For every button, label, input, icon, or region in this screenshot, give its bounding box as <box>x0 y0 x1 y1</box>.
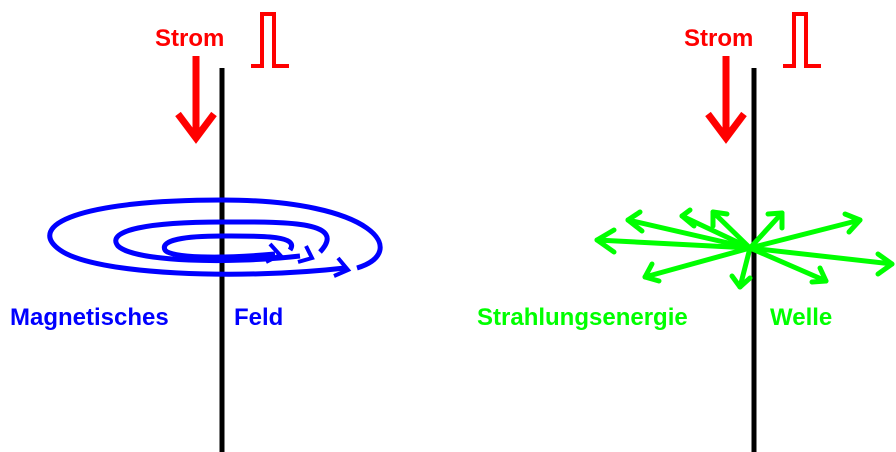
radiation-ray-down <box>737 245 753 290</box>
left-pulse-icon <box>251 12 289 68</box>
right-pulse-icon <box>783 12 821 68</box>
radiation-ray-upper-right <box>747 217 863 251</box>
radiation-ray-up-left <box>710 209 753 251</box>
left-current-label: Strom <box>155 25 224 52</box>
radiation-arrows <box>594 207 895 290</box>
radiation-ray-lower-left <box>642 245 753 280</box>
magnetic-field-loops <box>47 197 383 277</box>
magnetic-arrowhead-1 <box>265 242 284 264</box>
radiation-ray-upper-left <box>679 213 753 251</box>
magnetic-loop-outer <box>47 197 383 277</box>
right-current-arrow <box>705 56 747 144</box>
right-current-label: Strom <box>684 25 753 52</box>
left-current-arrow <box>175 56 217 144</box>
left-field-label-1: Magnetisches <box>10 304 169 331</box>
radiation-ray-right <box>747 245 895 267</box>
radiation-ray-left <box>594 237 753 251</box>
radiation-ray-upper-left-far <box>625 217 753 251</box>
right-field-label-1: Strahlungsenergie <box>477 304 688 331</box>
left-panel: Strom Magnetisches Feld <box>10 12 383 452</box>
magnetic-loop-inner <box>161 233 295 260</box>
magnetic-arrowhead-3 <box>333 256 352 278</box>
radiation-ray-lower-right <box>747 245 829 284</box>
right-panel: Strom Strahlu <box>477 12 895 452</box>
magnetic-arrowheads <box>265 242 352 278</box>
right-field-label-2: Welle <box>770 304 832 331</box>
magnetic-loop-middle <box>113 219 330 264</box>
left-field-label-2: Feld <box>234 304 283 331</box>
radiation-ray-up-right <box>747 210 785 251</box>
magnetic-arrowhead-2 <box>297 245 315 264</box>
